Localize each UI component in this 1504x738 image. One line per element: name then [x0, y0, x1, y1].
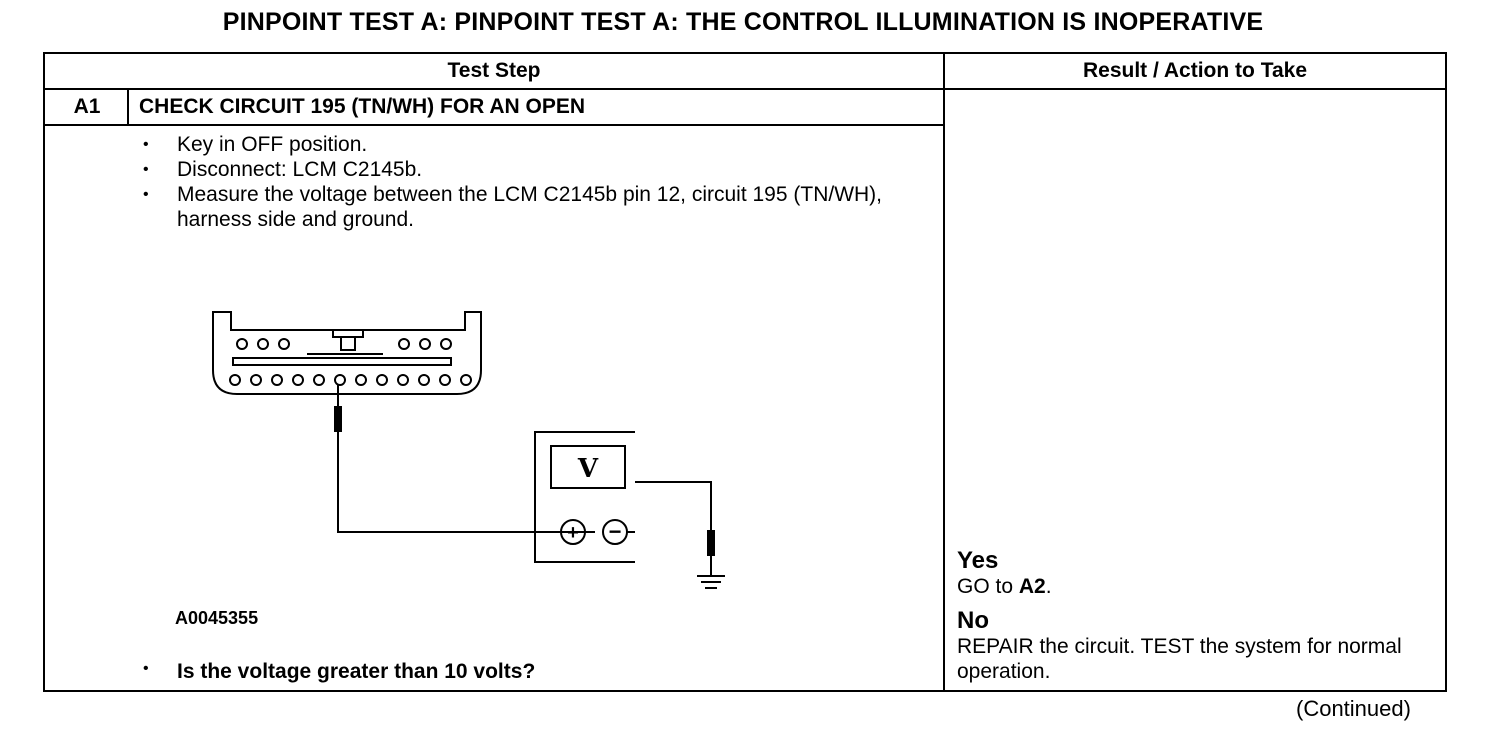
voltage-measurement-diagram: V + − [212, 311, 635, 563]
continued-note: (Continued) [1296, 696, 1411, 721]
pinpoint-test-table: Test Step Result / Action to Take A1 CHE… [43, 52, 1447, 692]
yes-action-text: GO to [957, 575, 1019, 598]
column-divider [943, 54, 945, 690]
header-result-action: Result / Action to Take [1082, 59, 1308, 82]
negative-lead [627, 531, 635, 533]
step-id: A1 [73, 95, 101, 118]
meter-symbol: V [577, 454, 599, 484]
plus-terminal-icon [560, 519, 586, 545]
yes-action: GO to A2. [957, 574, 1437, 599]
step-row-divider [45, 124, 943, 126]
step-title: CHECK CIRCUIT 195 (TN/WH) FOR AN OPEN [139, 95, 586, 118]
no-action: REPAIR the circuit. TEST the system for … [957, 635, 1402, 683]
yes-label: Yes [957, 547, 999, 574]
instruction-item: Key in OFF position. [131, 132, 891, 157]
yes-target-link[interactable]: A2 [1018, 575, 1046, 598]
instruction-item: Disconnect: LCM C2145b. [131, 157, 891, 182]
plus-symbol: + [567, 522, 579, 544]
no-label: No [957, 607, 989, 634]
result-yes: Yes GO to A2. [957, 548, 1437, 599]
step-question: Is the voltage greater than 10 volts? [131, 660, 535, 684]
yes-action-suffix: . [1045, 575, 1052, 598]
header-divider [45, 88, 1445, 90]
step-instructions: Key in OFF position. Disconnect: LCM C21… [131, 132, 891, 232]
voltmeter-body [534, 431, 635, 563]
page-title: PINPOINT TEST A: PINPOINT TEST A: THE CO… [222, 8, 1264, 36]
header-test-step: Test Step [447, 59, 541, 82]
instruction-item: Measure the voltage between the LCM C214… [131, 182, 891, 232]
ground-lead-overlay [635, 481, 725, 589]
result-no: No REPAIR the circuit. TEST the system f… [957, 608, 1437, 684]
step-id-divider [127, 88, 129, 124]
voltmeter-display [550, 445, 626, 489]
connector-body [212, 311, 482, 395]
minus-symbol: − [609, 519, 622, 544]
figure-id: A0045355 [175, 608, 259, 628]
